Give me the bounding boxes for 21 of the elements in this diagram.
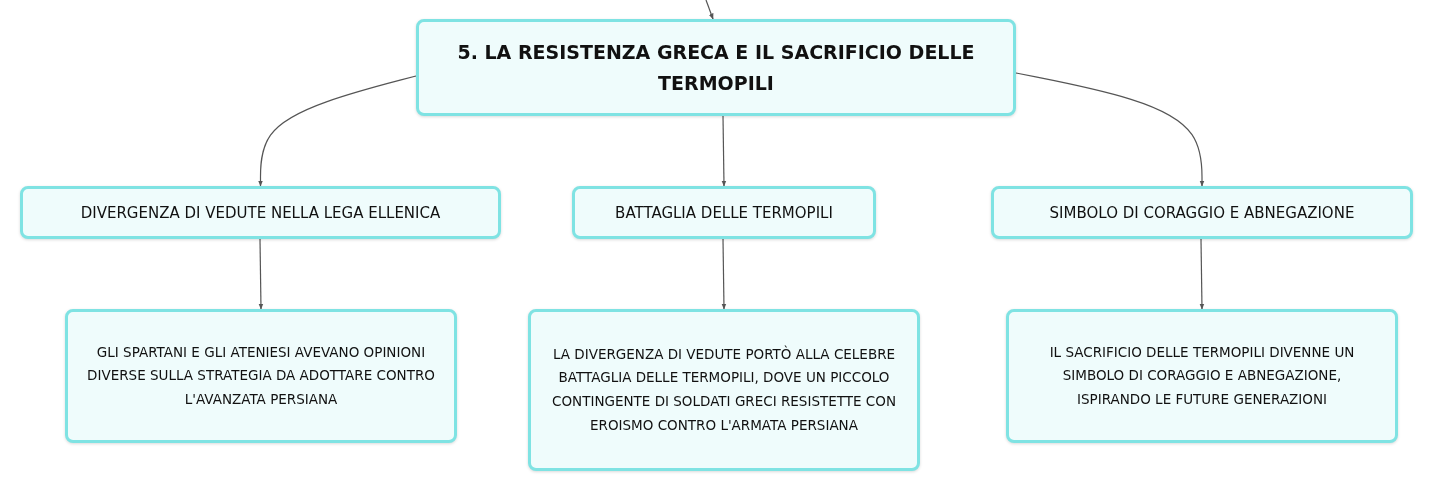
arrow (258, 75, 417, 187)
arrow (721, 115, 727, 187)
arrow (721, 238, 727, 310)
description-box (1006, 309, 1398, 443)
subtopic-box (20, 186, 501, 239)
arrow (258, 238, 264, 310)
subtopic-box (991, 186, 1413, 239)
node-text: LA DIVERGENZA DI VEDUTE PORTÒ ALLA CELEBRE BATTAGLIA DELLE TERMOPILI, DOVE UN PICCOLO CONTINGENTE DI SOLDATI GRECI RESISTETTE CON EROISMO CONTRO L'ARMATA PERSIANA (551, 344, 897, 435)
node-text: 5. LA RESISTENZA GRECA E IL SACRIFICIO DELLE TERMOPILI (456, 40, 976, 96)
description-box (528, 309, 920, 471)
description-box (65, 309, 457, 443)
node-text: GLI SPARTANI E GLI ATENIESI AVEVANO OPINIONI DIVERSE SULLA STRATEGIA DA ADOTTARE CONTRO L'AVANZATA PERSIANA (86, 342, 436, 409)
node-text: DIVERGENZA DI VEDUTE NELLA LEGA ELLENICA (80, 203, 441, 222)
node-text: BATTAGLIA DELLE TERMOPILI (615, 203, 833, 222)
node-text: IL SACRIFICIO DELLE TERMOPILI DIVENNE UN SIMBOLO DI CORAGGIO E ABNEGAZIONE, ISPIRANDO LE FUTURE GENERAZIONI (1048, 342, 1356, 409)
arrow (1015, 72, 1205, 187)
node-text: SIMBOLO DI CORAGGIO E ABNEGAZIONE (1049, 203, 1355, 222)
arrow (705, 0, 714, 20)
topic-box (416, 19, 1016, 116)
arrow (1199, 238, 1205, 310)
subtopic-box (572, 186, 876, 239)
